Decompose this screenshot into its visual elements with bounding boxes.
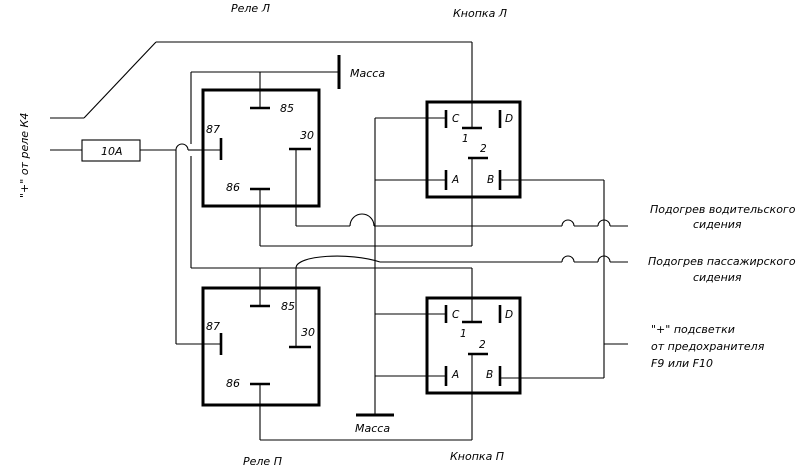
backlight-label-2: от предохранителя [651,340,765,353]
button-right-1: 1 [460,328,467,340]
button-right-a: A [451,369,459,381]
relay-right-title: Реле П [243,455,282,467]
driver-seat-label-1: Подогрев водительского [650,203,796,216]
source-label: "+" от реле К4 [18,113,31,198]
backlight-label-3: F9 или F10 [651,357,713,370]
ground-bottom-label: Масса [355,422,390,435]
relay-right-box [201,286,321,407]
button-right-title: Кнопка П [450,450,504,463]
button-right-d: D [505,309,513,321]
button-left-2: 2 [480,143,487,155]
relay-left-title: Реле Л [231,2,270,15]
button-left-title: Кнопка Л [453,7,507,20]
button-left-d: D [505,113,513,125]
fuse-label: 10А [101,145,123,158]
button-right-c: C [452,309,460,321]
passenger-seat-label-2: сидения [693,271,742,284]
button-right-box [425,296,522,395]
crossover-hop [175,143,189,151]
ground-top-label: Масса [350,67,385,80]
source-diag-wire [83,41,157,119]
button-right-b: B [486,369,493,381]
passenger-hop-1 [561,255,575,263]
driver-seat-label-2: сидения [693,218,742,231]
button-left-a: A [451,174,459,186]
relay-right-86: 86 [226,377,240,390]
relay-right-85: 85 [281,300,295,313]
driver-hop-2 [561,219,575,227]
passenger-curve [295,255,381,269]
relay-left-box [201,88,321,208]
backlight-label-1: "+" подсветки [651,323,735,336]
relay-left-85: 85 [280,102,294,115]
button-right-2: 2 [479,339,486,351]
button-left-b: B [487,174,494,186]
button-left-c: C [452,113,460,125]
relay-right-87: 87 [206,320,220,333]
relay-left-87: 87 [206,123,220,136]
driver-hop-1 [349,213,375,227]
relay-right-30: 30 [301,326,315,339]
relay-left-30: 30 [300,129,314,142]
button-left-1: 1 [462,133,469,145]
button-left-box [425,100,522,199]
passenger-seat-label-1: Подогрев пассажирского [648,255,796,268]
relay-left-86: 86 [226,181,240,194]
